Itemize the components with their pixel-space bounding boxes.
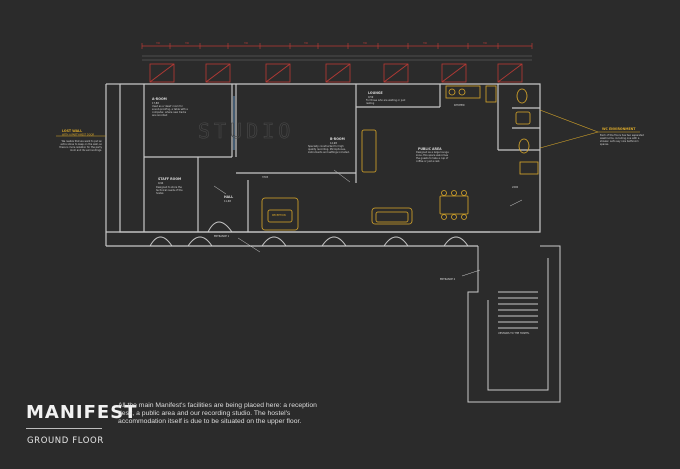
right-callout-title: WC ENVIRONMENT (602, 127, 636, 131)
logo-divider (26, 428, 102, 429)
entrance-2-label: ENTRANCE 2 (440, 278, 456, 281)
studio-glass-note: ​ (248, 96, 292, 99)
room-label-staff-room: STAFF ROOM (158, 177, 181, 181)
room-label-a-room: A-ROOM (152, 97, 167, 101)
dimension-label: 700 (185, 42, 190, 45)
entrance-1-label: ENTRANCE 1 (214, 235, 230, 238)
dimension-label: 700 (244, 42, 249, 45)
dining-table (439, 195, 469, 215)
room-area-lounge: 9,59 (368, 96, 374, 99)
shower (519, 161, 539, 175)
dimension-label: 700 (363, 42, 368, 45)
dimension-label: 700 (483, 42, 488, 45)
kitchen-counter (445, 85, 481, 99)
fridge (485, 85, 497, 103)
sink (515, 111, 531, 125)
room-note-b-room: Specially constructed for high quality r… (308, 145, 350, 154)
brand-logo: MANIFEST (26, 402, 138, 423)
toilet-2 (518, 138, 530, 154)
building-walls (105, 83, 541, 247)
room-label-hall: HALL (224, 195, 233, 199)
room-label-b-room: B-ROOM (330, 137, 345, 141)
room-area-b-room: 12,98 (330, 142, 337, 145)
room-note-a-room: Used as a 'dead' room for sound-proofing… (152, 105, 188, 117)
callout-lines (56, 109, 640, 149)
left-callout-title: LOST WALL (62, 129, 82, 133)
arched-windows (149, 221, 469, 247)
room-area-a-room: 17,88 (152, 102, 159, 105)
room-label-reception: RECEPTION (272, 214, 286, 217)
right-callout-note: Each of the floors has two separated was… (600, 134, 644, 146)
window-row (149, 63, 523, 83)
studio-watermark: STUDIO (198, 119, 294, 143)
reception-desk (261, 197, 299, 231)
toilet-1 (516, 88, 528, 104)
inner-dimension: 3745 (262, 176, 269, 179)
lounge-sofa (361, 129, 377, 173)
room-note-staff-room: Designed to store the technical needs of… (156, 186, 183, 195)
room-note-lounge: For those who are waiting or just restin… (366, 99, 406, 105)
furniture (261, 85, 539, 231)
floor-description: All the main Manifest's facilities are b… (118, 402, 317, 426)
room-label-lounge: LOUNGE (368, 91, 383, 95)
room-label-kitchen: KITCHEN (454, 104, 465, 107)
dimension-label: 700 (423, 42, 428, 45)
dimension-label: 700 (304, 42, 309, 45)
left-callout-subtitle: WITH A PARTY-WEST DOOR (62, 134, 95, 137)
left-callout-note: We realize that we want to put an extra … (59, 140, 102, 152)
sofa (371, 207, 413, 225)
room-area-hall: 11,68 (224, 200, 231, 203)
inner-dimension: 2200 (512, 186, 519, 189)
top-dimension-chain: 700 700 700 700 700 700 700 (141, 42, 533, 49)
dimension-label: 700 (156, 42, 161, 45)
room-area-staff-room: 9,94 (158, 182, 164, 185)
room-note-public-area: Designed as a large lounge zone, this sp… (416, 151, 449, 163)
upstairs-stairwell (467, 245, 561, 403)
room-label-public-area: PUBLIC AREA (418, 147, 442, 151)
stairs-label: UPSTAIRS TO THE HOSTEL (498, 332, 530, 335)
floor-title: GROUND FLOOR (27, 436, 104, 446)
